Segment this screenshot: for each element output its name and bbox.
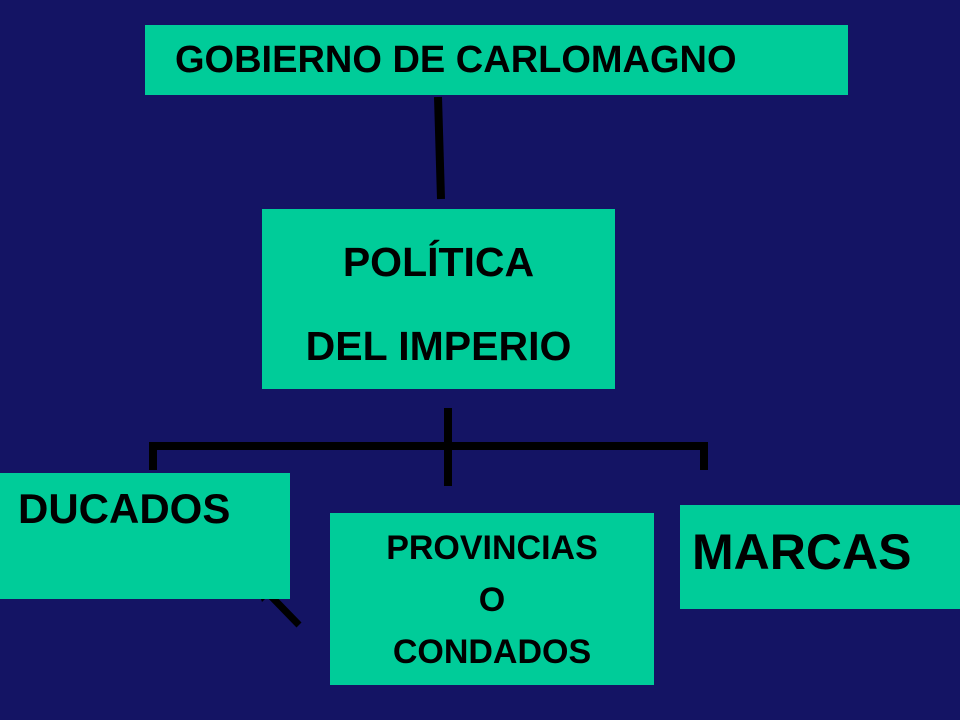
child-node-ducados: DUCADOS [0, 473, 290, 599]
marcas-label: MARCAS [692, 524, 912, 580]
middle-node-politica: POLÍTICA DEL IMPERIO [262, 209, 615, 389]
ducados-label: DUCADOS [18, 485, 231, 532]
root-node-label: GOBIERNO DE CARLOMAGNO [175, 38, 737, 81]
provincias-line3: CONDADOS [392, 633, 592, 671]
provincias-line1: PROVINCIAS [386, 529, 598, 567]
root-node-gobierno: GOBIERNO DE CARLOMAGNO [145, 25, 848, 95]
middle-node-line1: POLÍTICA [342, 239, 535, 285]
child-node-provincias: PROVINCIAS O CONDADOS [330, 513, 654, 685]
middle-node-line2: DEL IMPERIO [305, 323, 572, 369]
connector-root-to-politica [434, 96, 445, 200]
provincias-line2: O [478, 581, 506, 619]
child-node-marcas: MARCAS [680, 505, 960, 609]
